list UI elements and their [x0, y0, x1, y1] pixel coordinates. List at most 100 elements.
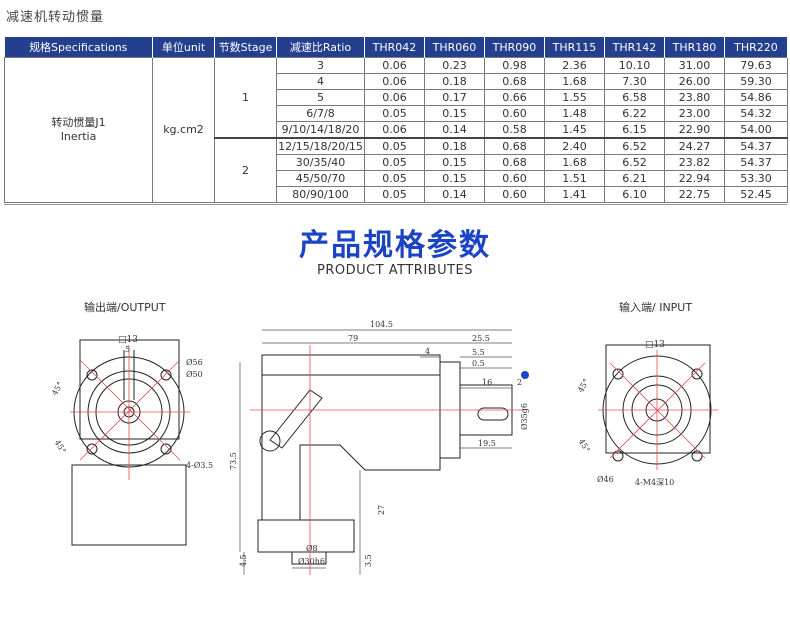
input-view-label: 输入端/ INPUT [619, 301, 693, 314]
table-header-cell: 单位unit [152, 37, 215, 58]
value-cell: 22.75 [664, 186, 725, 203]
output-hole-tl [86, 369, 98, 381]
value-cell: 0.14 [424, 186, 485, 203]
input-dim-d46: Ø46 [597, 475, 614, 484]
input-hole-tl [612, 368, 624, 380]
table-header-cell: 减速比Ratio [276, 37, 365, 58]
table-header-cell: 节数Stage [214, 37, 277, 58]
value-cell: 23.00 [664, 105, 725, 122]
side-dim-05: 0.5 [472, 359, 485, 368]
value-cell: 0.68 [484, 73, 545, 90]
side-dim-4: 4 [425, 347, 430, 356]
value-cell: 54.00 [724, 121, 788, 139]
side-dimension-lines [239, 329, 512, 575]
side-dim-195: 19.5 [478, 439, 496, 448]
side-housing-outline [261, 354, 441, 521]
value-cell: 0.05 [364, 105, 425, 122]
value-cell: 0.66 [484, 89, 545, 106]
value-cell: 52.45 [724, 186, 788, 203]
ratio-cell: 80/90/100 [276, 186, 365, 203]
spec-label-en: Inertia [60, 130, 97, 143]
table-header-cell: THR142 [604, 37, 665, 58]
table-header-cell: THR180 [664, 37, 725, 58]
value-cell: 53.30 [724, 170, 788, 187]
value-cell: 0.05 [364, 137, 425, 155]
value-cell: 0.05 [364, 154, 425, 171]
page-title: 减速机转动惯量 [6, 10, 105, 25]
side-dim-25: 25.5 [472, 334, 490, 343]
ratio-cell: 45/50/70 [276, 170, 365, 187]
value-cell: 0.17 [424, 89, 485, 106]
output-hole-bl [86, 443, 98, 455]
side-dim-d30: Ø30h6 [298, 557, 325, 566]
side-dim-27: 27 [377, 505, 386, 515]
value-cell: 54.37 [724, 154, 788, 171]
side-keyway [477, 407, 509, 421]
value-cell: 6.22 [604, 105, 665, 122]
input-hole-bl [612, 450, 624, 462]
ratio-cell: 12/15/18/20/15 [276, 137, 365, 155]
side-dim-55: 5.5 [472, 348, 485, 357]
value-cell: 6.52 [604, 154, 665, 171]
output-dim-square: □13 [118, 335, 138, 345]
output-dim-holes: 4-Ø3.5 [186, 461, 213, 470]
value-cell: 6.21 [604, 170, 665, 187]
output-centerlines [70, 345, 190, 480]
side-dim-2: 2 [517, 378, 522, 387]
table-header-cell: THR115 [544, 37, 605, 58]
table-header-cell: THR060 [424, 37, 485, 58]
side-dim-d8: Ø8 [306, 544, 318, 553]
input-hole-tr [691, 368, 703, 380]
side-arm-end [259, 430, 281, 452]
input-dim-angle1: 45° [576, 377, 591, 394]
output-dim-d56: Ø56 [186, 358, 203, 367]
value-cell: 54.86 [724, 89, 788, 106]
unit-cell: kg.cm2 [152, 57, 215, 203]
value-cell: 0.60 [484, 105, 545, 122]
side-dim-shaft: Ø35g6 [520, 403, 529, 430]
output-dim-d50: Ø50 [186, 370, 203, 379]
table-header-cell: THR042 [364, 37, 425, 58]
value-cell: 1.51 [544, 170, 605, 187]
side-angled-arm [269, 389, 323, 449]
input-hole-br [691, 450, 703, 462]
input-centerlines [598, 350, 718, 470]
value-cell: 0.58 [484, 121, 545, 139]
table-header-cell: 规格Specifications [4, 37, 153, 58]
spec-label-cn: 转动惯量J1 [51, 116, 106, 129]
table-bottom-rule [4, 204, 787, 205]
value-cell: 0.18 [424, 137, 485, 155]
value-cell: 0.15 [424, 105, 485, 122]
value-cell: 2.40 [544, 137, 605, 155]
value-cell: 0.15 [424, 170, 485, 187]
value-cell: 0.05 [364, 186, 425, 203]
output-dim-key: 5 [125, 345, 130, 354]
ratio-cell: 6/7/8 [276, 105, 365, 122]
input-dim-square: □13 [645, 340, 665, 350]
side-output-shaft [291, 551, 327, 565]
value-cell: 22.90 [664, 121, 725, 139]
table-header-cell: THR220 [724, 37, 788, 58]
side-reference-dot [521, 371, 529, 379]
value-cell: 0.60 [484, 186, 545, 203]
input-dim-angle2: 45° [577, 437, 592, 454]
stage-cell: 2 [214, 137, 277, 203]
section-subtitle: PRODUCT ATTRIBUTES [316, 263, 474, 278]
section-title: 产品规格参数 [299, 228, 491, 263]
output-dim-angle1: 45° [50, 380, 65, 397]
output-hole-tr [160, 369, 172, 381]
side-dim-45: 4.5 [239, 554, 248, 567]
value-cell: 54.32 [724, 105, 788, 122]
value-cell: 2.36 [544, 57, 605, 74]
output-hole-br [160, 443, 172, 455]
output-dim-angle2: 45° [53, 438, 68, 455]
